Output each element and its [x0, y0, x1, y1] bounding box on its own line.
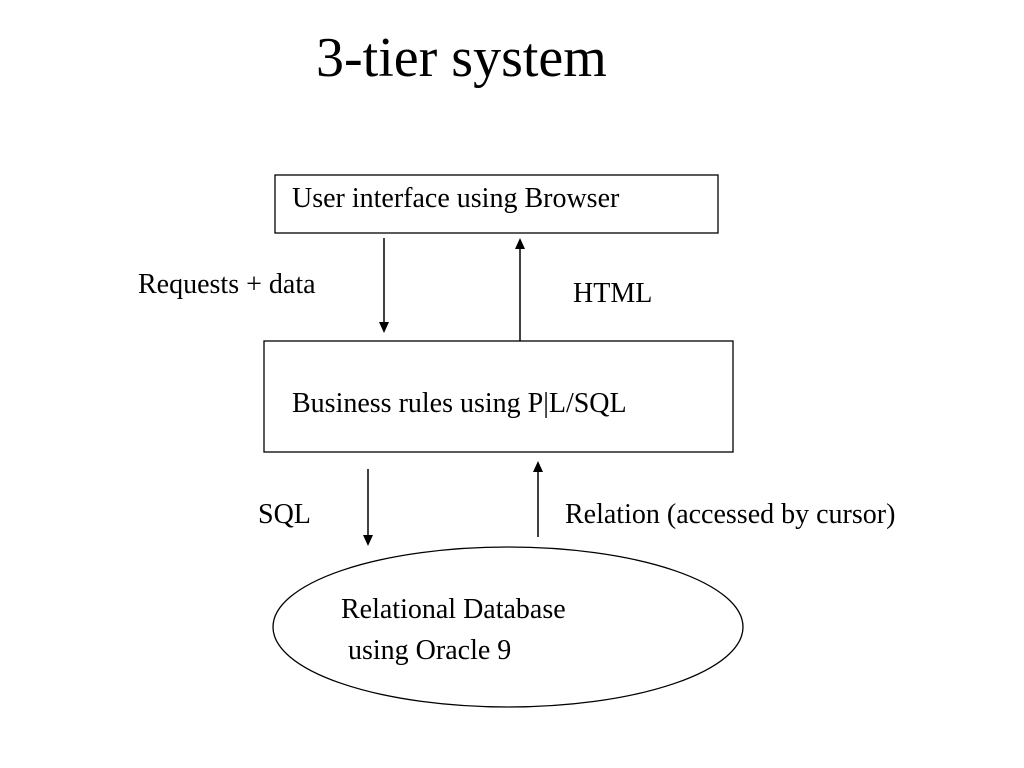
- ui-tier-label: User interface using Browser: [292, 183, 620, 214]
- edge-label-requests: Requests + data: [138, 269, 316, 300]
- arrow-requests-head: [379, 322, 389, 333]
- arrow-sql-head: [363, 535, 373, 546]
- edge-label-sql: SQL: [258, 499, 311, 530]
- business-tier-label: Business rules using P|L/SQL: [292, 388, 627, 419]
- page-title: 3-tier system: [316, 27, 607, 89]
- arrow-relation-head: [533, 461, 543, 472]
- database-tier-label-line1: Relational Database: [341, 594, 566, 625]
- ui-tier-box: [274, 174, 719, 234]
- database-tier-ellipse: [272, 546, 744, 708]
- database-tier-label-line2: using Oracle 9: [341, 635, 512, 666]
- edge-label-relation: Relation (accessed by cursor): [565, 499, 896, 530]
- arrow-html-head: [515, 238, 525, 249]
- edge-label-html: HTML: [573, 278, 653, 309]
- business-tier-box: [263, 340, 734, 453]
